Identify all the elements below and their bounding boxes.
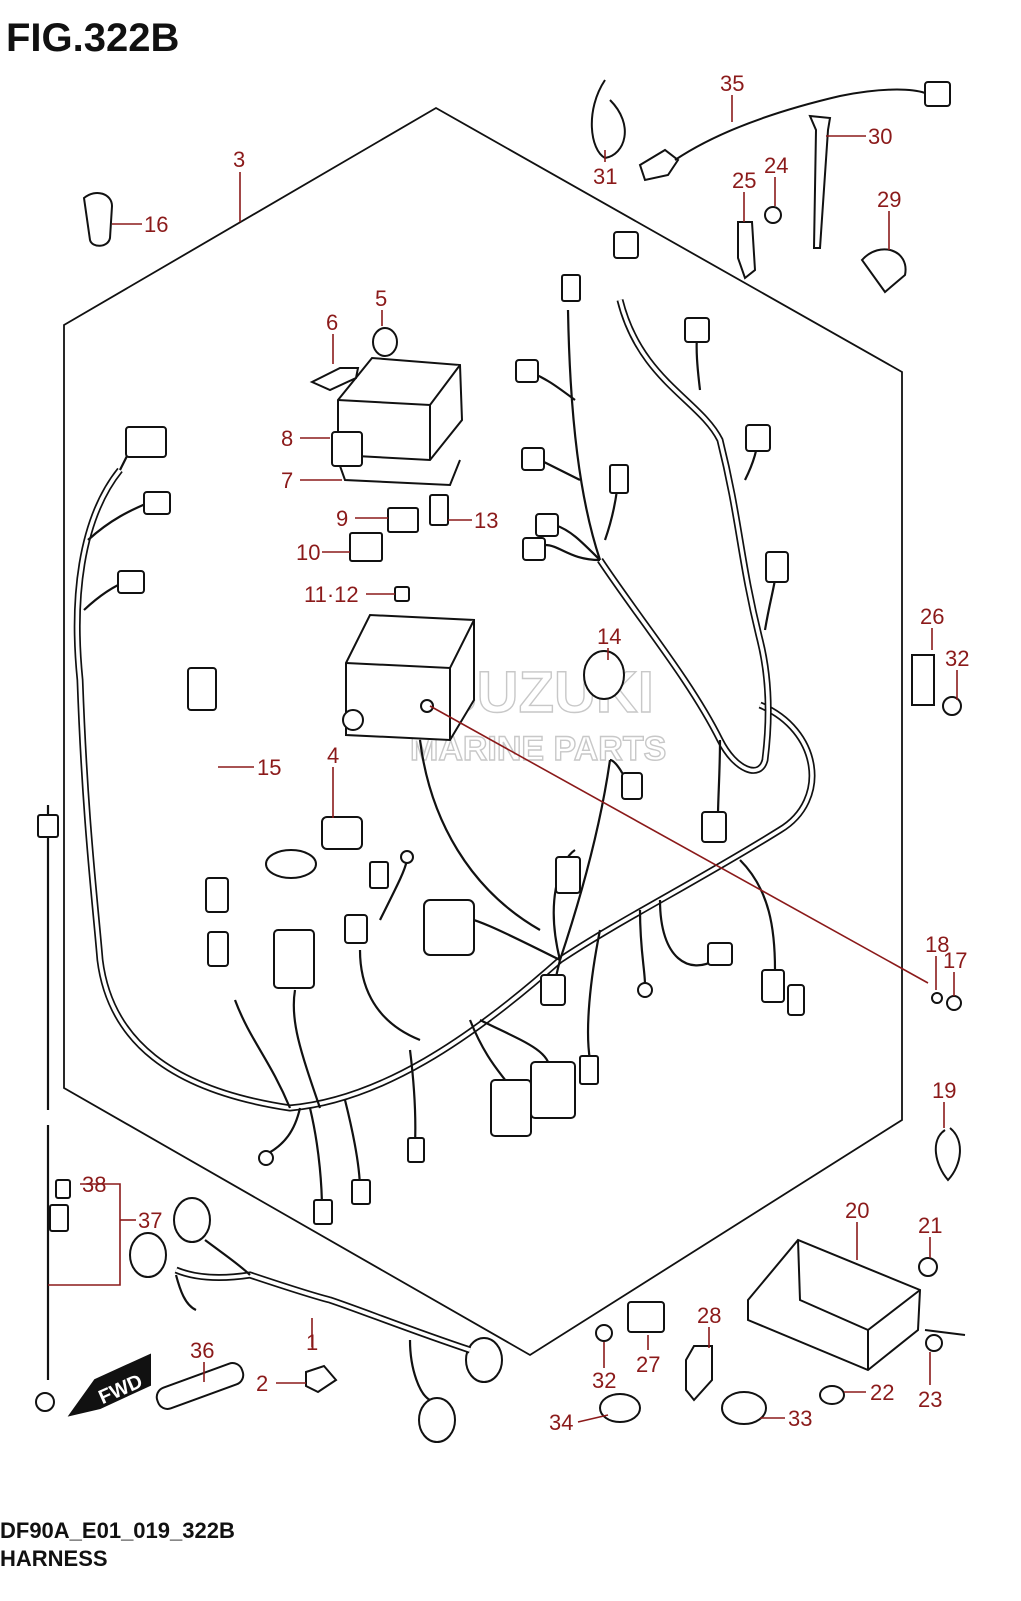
callout-32-lower: 32 <box>592 1368 616 1393</box>
small-parts <box>35 79 966 1443</box>
figure-caption: HARNESS <box>0 1546 108 1571</box>
leader-lines <box>48 95 958 1423</box>
figure-title: FIG.322B <box>6 16 180 60</box>
callout-30: 30 <box>868 124 892 149</box>
callout-23: 23 <box>918 1387 942 1412</box>
callout-21: 21 <box>918 1213 942 1238</box>
harness-connectors <box>117 231 805 1225</box>
callout-24: 24 <box>764 153 788 178</box>
callout-11-12: 11·12 <box>304 582 359 607</box>
callout-28: 28 <box>697 1303 721 1328</box>
callout-2: 2 <box>256 1371 268 1396</box>
callout-labels: 3 16 5 6 8 7 9 13 10 11·12 14 15 4 35 30… <box>82 71 969 1435</box>
callout-35: 35 <box>720 71 744 96</box>
callout-9: 9 <box>336 506 348 531</box>
callout-14: 14 <box>597 624 621 649</box>
callout-7: 7 <box>281 468 293 493</box>
callout-5: 5 <box>375 286 387 311</box>
callout-26: 26 <box>920 604 944 629</box>
callout-13: 13 <box>474 508 498 533</box>
callout-15: 15 <box>257 755 281 780</box>
harness-assembly-outline <box>63 106 903 1357</box>
callout-33: 33 <box>788 1406 812 1431</box>
callout-17: 17 <box>943 948 967 973</box>
callout-20: 20 <box>845 1198 869 1223</box>
callout-18: 18 <box>925 932 949 957</box>
callout-3: 3 <box>233 147 245 172</box>
callout-36: 36 <box>190 1338 214 1363</box>
callout-10: 10 <box>296 540 320 565</box>
callout-16: 16 <box>144 212 168 237</box>
callout-6: 6 <box>326 310 338 335</box>
callout-31: 31 <box>593 164 617 189</box>
callout-25: 25 <box>732 168 756 193</box>
callout-4: 4 <box>327 743 339 768</box>
callout-27: 27 <box>636 1352 660 1377</box>
callout-37: 37 <box>138 1208 162 1233</box>
callout-8: 8 <box>281 426 293 451</box>
callout-32-upper: 32 <box>945 646 969 671</box>
callout-29: 29 <box>877 187 901 212</box>
fuse-box <box>331 356 475 742</box>
callout-38: 38 <box>82 1172 106 1197</box>
callout-1: 1 <box>306 1330 318 1355</box>
callout-19: 19 <box>932 1078 956 1103</box>
fwd-arrow: FWD <box>67 1353 151 1417</box>
callout-34: 34 <box>549 1410 573 1435</box>
callout-22: 22 <box>870 1380 894 1405</box>
model-code: DF90A_E01_019_322B <box>0 1518 235 1543</box>
